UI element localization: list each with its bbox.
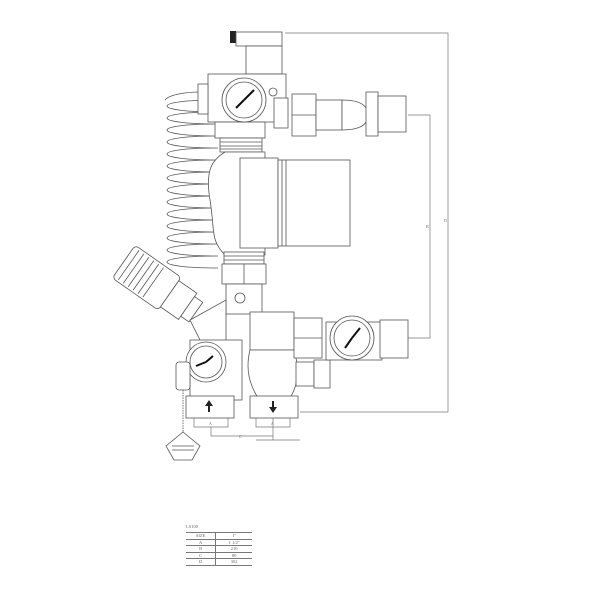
lower-union [221,251,267,315]
row-key: B [186,545,217,553]
upper-outlet [273,91,407,137]
dimension-label-a-right: A [271,421,274,426]
dimension-b [408,114,431,339]
circulation-pump [208,151,351,256]
left-pressure-gauge [175,341,227,391]
air-vent [230,31,283,75]
row-value: 80 [215,551,252,559]
supply-port [185,395,235,419]
return-port [249,395,299,419]
top-pressure-gauge [221,77,278,123]
warning-tag [165,390,201,461]
dimension-label-d: D [444,218,447,223]
row-key: SIZE [186,532,217,540]
row-value: 302 [215,558,252,566]
row-key: A [186,538,217,546]
dimension-label-b: B [426,224,429,229]
dimension-d [285,32,449,413]
row-key: C [186,551,217,559]
thermostatic-valve [113,246,227,351]
row-value: 210 [215,545,252,553]
dimension-label-a-left: A [209,421,212,426]
model-name: LS100 [186,524,199,529]
dimension-label-c: C [239,434,242,439]
row-key: D [186,558,217,566]
right-pressure-gauge [325,315,409,361]
row-value: 1" [215,532,252,540]
row-value: 1 1/2" [215,538,252,546]
dimension-bottom [193,418,300,441]
